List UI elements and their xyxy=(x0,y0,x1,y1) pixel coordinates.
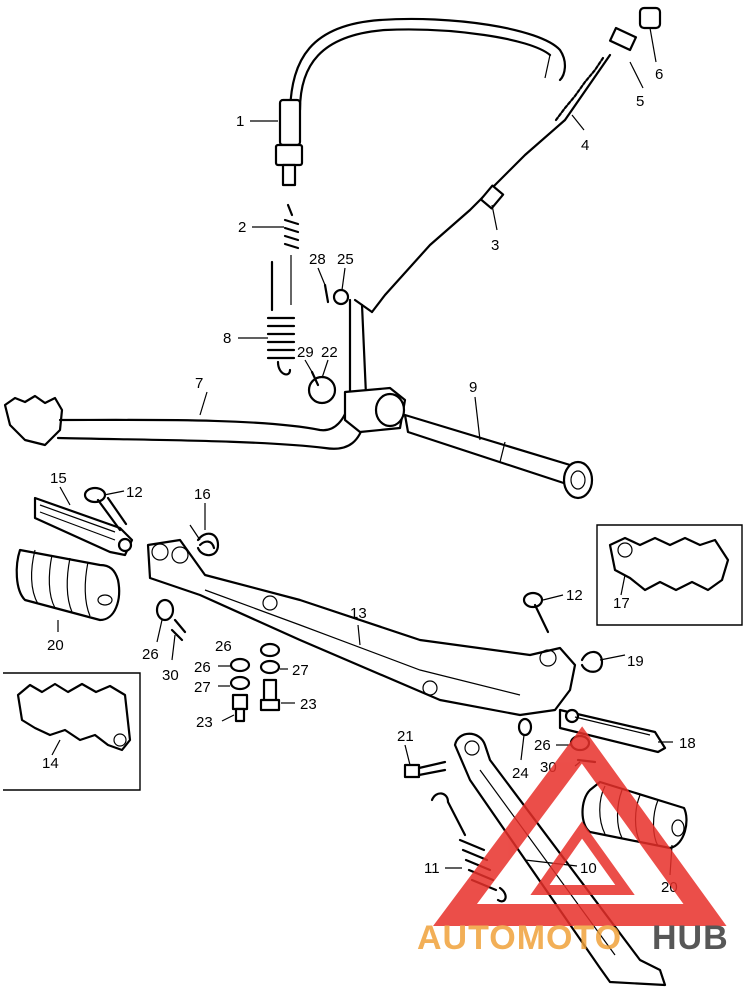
footpeg-right xyxy=(558,708,667,754)
side-stand-spring xyxy=(430,792,507,903)
callout-23a: 23 xyxy=(196,714,213,731)
callout-7: 7 xyxy=(195,375,203,392)
inset-box-footpeg-17 xyxy=(596,524,743,626)
callout-17: 17 xyxy=(613,595,630,612)
pivot-shaft xyxy=(403,413,594,500)
stand-bolt xyxy=(403,760,447,779)
callout-27b: 27 xyxy=(292,662,309,679)
footpeg-left xyxy=(33,496,134,557)
watermark-logo: AUTOMOTO HUB xyxy=(417,726,729,957)
footpeg-rubber-left xyxy=(15,548,121,622)
callout-10: 10 xyxy=(580,860,597,877)
step-bar xyxy=(146,538,577,717)
callout-20a: 20 xyxy=(47,637,64,654)
callout-26d: 26 xyxy=(534,737,551,754)
callout-22: 22 xyxy=(321,344,338,361)
callout-8: 8 xyxy=(223,330,231,347)
watermark-text-automoto: AUTOMOTO xyxy=(417,919,622,957)
watermark-text-hub: HUB xyxy=(652,919,729,957)
callout-labels: 1 2 3 4 5 6 7 8 9 10 11 12 12 13 14 15 1… xyxy=(42,66,696,896)
washers-bolts-left xyxy=(155,598,281,723)
callout-26a: 26 xyxy=(142,646,159,663)
callout-19: 19 xyxy=(627,653,644,670)
watermark-triangle-icon xyxy=(433,726,727,926)
callout-27a: 27 xyxy=(194,679,211,696)
callout-14: 14 xyxy=(42,755,59,772)
callout-18: 18 xyxy=(679,735,696,752)
spring-19 xyxy=(580,650,604,673)
callout-21: 21 xyxy=(397,728,414,745)
cable-fitting xyxy=(274,98,304,187)
pin-right xyxy=(522,591,550,634)
callout-11: 11 xyxy=(424,860,440,877)
inset-box-footpeg-14 xyxy=(3,672,141,791)
callout-12b: 12 xyxy=(566,587,583,604)
callout-15: 15 xyxy=(50,470,67,487)
brake-pedal-spring xyxy=(266,260,296,376)
callout-16: 16 xyxy=(194,486,211,503)
callout-26c: 26 xyxy=(194,659,211,676)
return-spring-small xyxy=(283,203,300,305)
callout-25: 25 xyxy=(337,251,354,268)
callout-12a: 12 xyxy=(126,484,143,501)
callout-26b: 26 xyxy=(215,638,232,655)
callout-6: 6 xyxy=(655,66,663,83)
callout-28: 28 xyxy=(309,251,326,268)
spring-16 xyxy=(189,524,220,557)
callout-9: 9 xyxy=(469,379,477,396)
watermark-inner-triangle-icon xyxy=(530,821,635,895)
callout-2: 2 xyxy=(238,219,246,236)
callout-13: 13 xyxy=(350,605,367,622)
callout-30a: 30 xyxy=(162,667,179,684)
callout-5: 5 xyxy=(636,93,644,110)
callout-4: 4 xyxy=(581,137,589,154)
callout-23b: 23 xyxy=(300,696,317,713)
callout-1: 1 xyxy=(236,113,244,130)
callout-29: 29 xyxy=(297,344,314,361)
brake-pedal xyxy=(3,298,407,450)
callout-3: 3 xyxy=(491,237,499,254)
callout-24: 24 xyxy=(512,765,529,782)
